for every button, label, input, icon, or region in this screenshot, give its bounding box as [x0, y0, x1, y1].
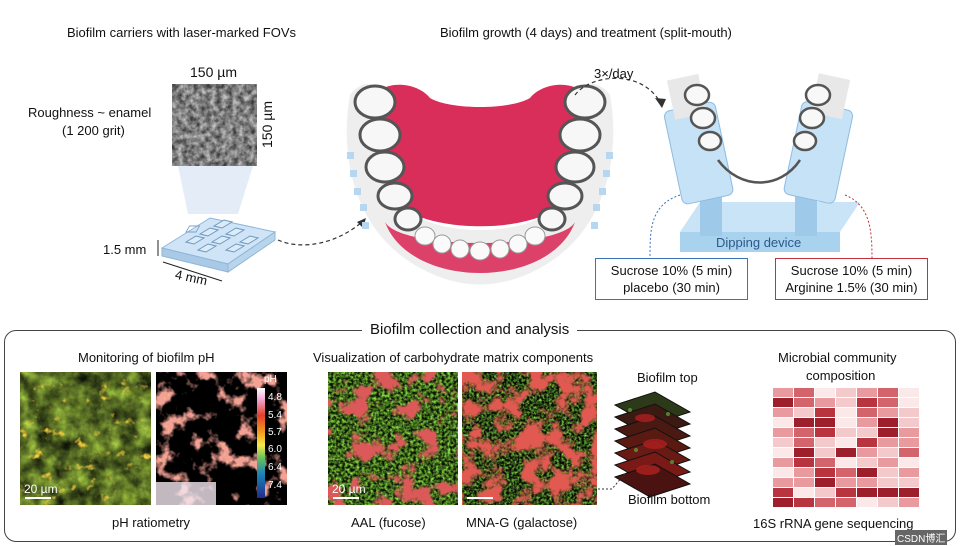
carriers-title: Biofilm carriers with laser-marked FOVs: [67, 25, 296, 40]
device-label: Dipping device: [716, 235, 802, 250]
mnag-caption: MNA-G (galactose): [466, 515, 578, 530]
ph-tick-5: 6.4: [268, 462, 282, 473]
aal-scale-label: 20 µm: [332, 482, 366, 496]
aal-caption: AAL (fucose): [351, 515, 426, 530]
mnag-micrograph: [462, 372, 597, 505]
arrow-to-device-head: [655, 98, 666, 108]
ph-map-texture: [156, 372, 287, 505]
mnag-scalebar: [467, 497, 493, 499]
ph-scale-label: 20 µm: [24, 482, 58, 496]
frequency-label: 3×/day: [594, 66, 634, 81]
fov-dim-top: 150 µm: [190, 64, 237, 80]
ph-scalebar: [25, 497, 51, 499]
micro-caption: 16S rRNA gene sequencing: [753, 516, 914, 531]
arrow-to-device: [574, 77, 661, 103]
chip-width-mark: [162, 261, 223, 282]
connector-right: [844, 194, 873, 259]
aal-micrograph: 20 µm: [328, 372, 458, 505]
connector-left: [649, 194, 681, 259]
carbo-title: Visualization of carbohydrate matrix com…: [313, 350, 594, 365]
fov-micrograph: [172, 84, 257, 166]
fov-texture: [172, 84, 257, 166]
ph-legend-title: pH: [264, 374, 277, 385]
micro-title-2: composition: [806, 368, 876, 383]
section-title: Biofilm collection and analysis: [362, 321, 578, 338]
ph-micrograph-left: 20 µm: [20, 372, 151, 505]
ph-caption: pH ratiometry: [112, 515, 191, 530]
growth-title: Biofilm growth (4 days) and treatment (s…: [440, 25, 732, 40]
ph-title: Monitoring of biofilm pH: [78, 350, 215, 365]
projection-beam: [178, 166, 253, 214]
ph-tick-2: 5.4: [268, 410, 282, 421]
carrier-height-label: 1.5 mm: [103, 242, 147, 257]
roughness-label-2: (1 200 grit): [62, 123, 125, 138]
ph-tick-4: 6.0: [268, 444, 282, 455]
stack-top-label: Biofilm top: [637, 370, 698, 385]
ph-tick-1: 4.8: [268, 392, 282, 403]
mnag-texture: [462, 372, 597, 505]
arginine-line1: Sucrose 10% (5 min): [790, 263, 913, 278]
roughness-label-1: Roughness ~ enamel: [28, 105, 152, 120]
placebo-line1: Sucrose 10% (5 min): [610, 263, 733, 278]
treatment-box-arginine: Sucrose 10% (5 min) Arginine 1.5% (30 mi…: [775, 258, 928, 300]
arrow-to-mouth: [277, 221, 363, 246]
aal-scalebar: [333, 497, 359, 499]
ph-left-texture: [20, 372, 151, 505]
placebo-line2: placebo (30 min): [623, 280, 720, 295]
dental-arch: [346, 83, 614, 285]
arginine-line2: Arginine 1.5% (30 min): [785, 280, 918, 295]
ph-map: pH 4.8 5.4 5.7 6.0 6.4 7.4: [156, 372, 287, 505]
ph-tick-3: 5.7: [268, 427, 282, 438]
watermark: CSDN博汇: [895, 530, 948, 545]
micro-title-1: Microbial community: [778, 350, 897, 365]
ph-tick-6: 7.4: [268, 480, 282, 491]
top-diagram: [157, 73, 873, 285]
carrier-chip: [160, 217, 277, 273]
treatment-box-placebo: Sucrose 10% (5 min) placebo (30 min): [595, 258, 748, 300]
stack-bottom-label: Biofilm bottom: [628, 492, 711, 507]
aal-texture: [328, 372, 458, 505]
dipping-device: [663, 73, 860, 252]
ph-legend: pH 4.8 5.4 5.7 6.0 6.4 7.4: [252, 372, 287, 505]
ph-legend-bar: [257, 388, 265, 498]
